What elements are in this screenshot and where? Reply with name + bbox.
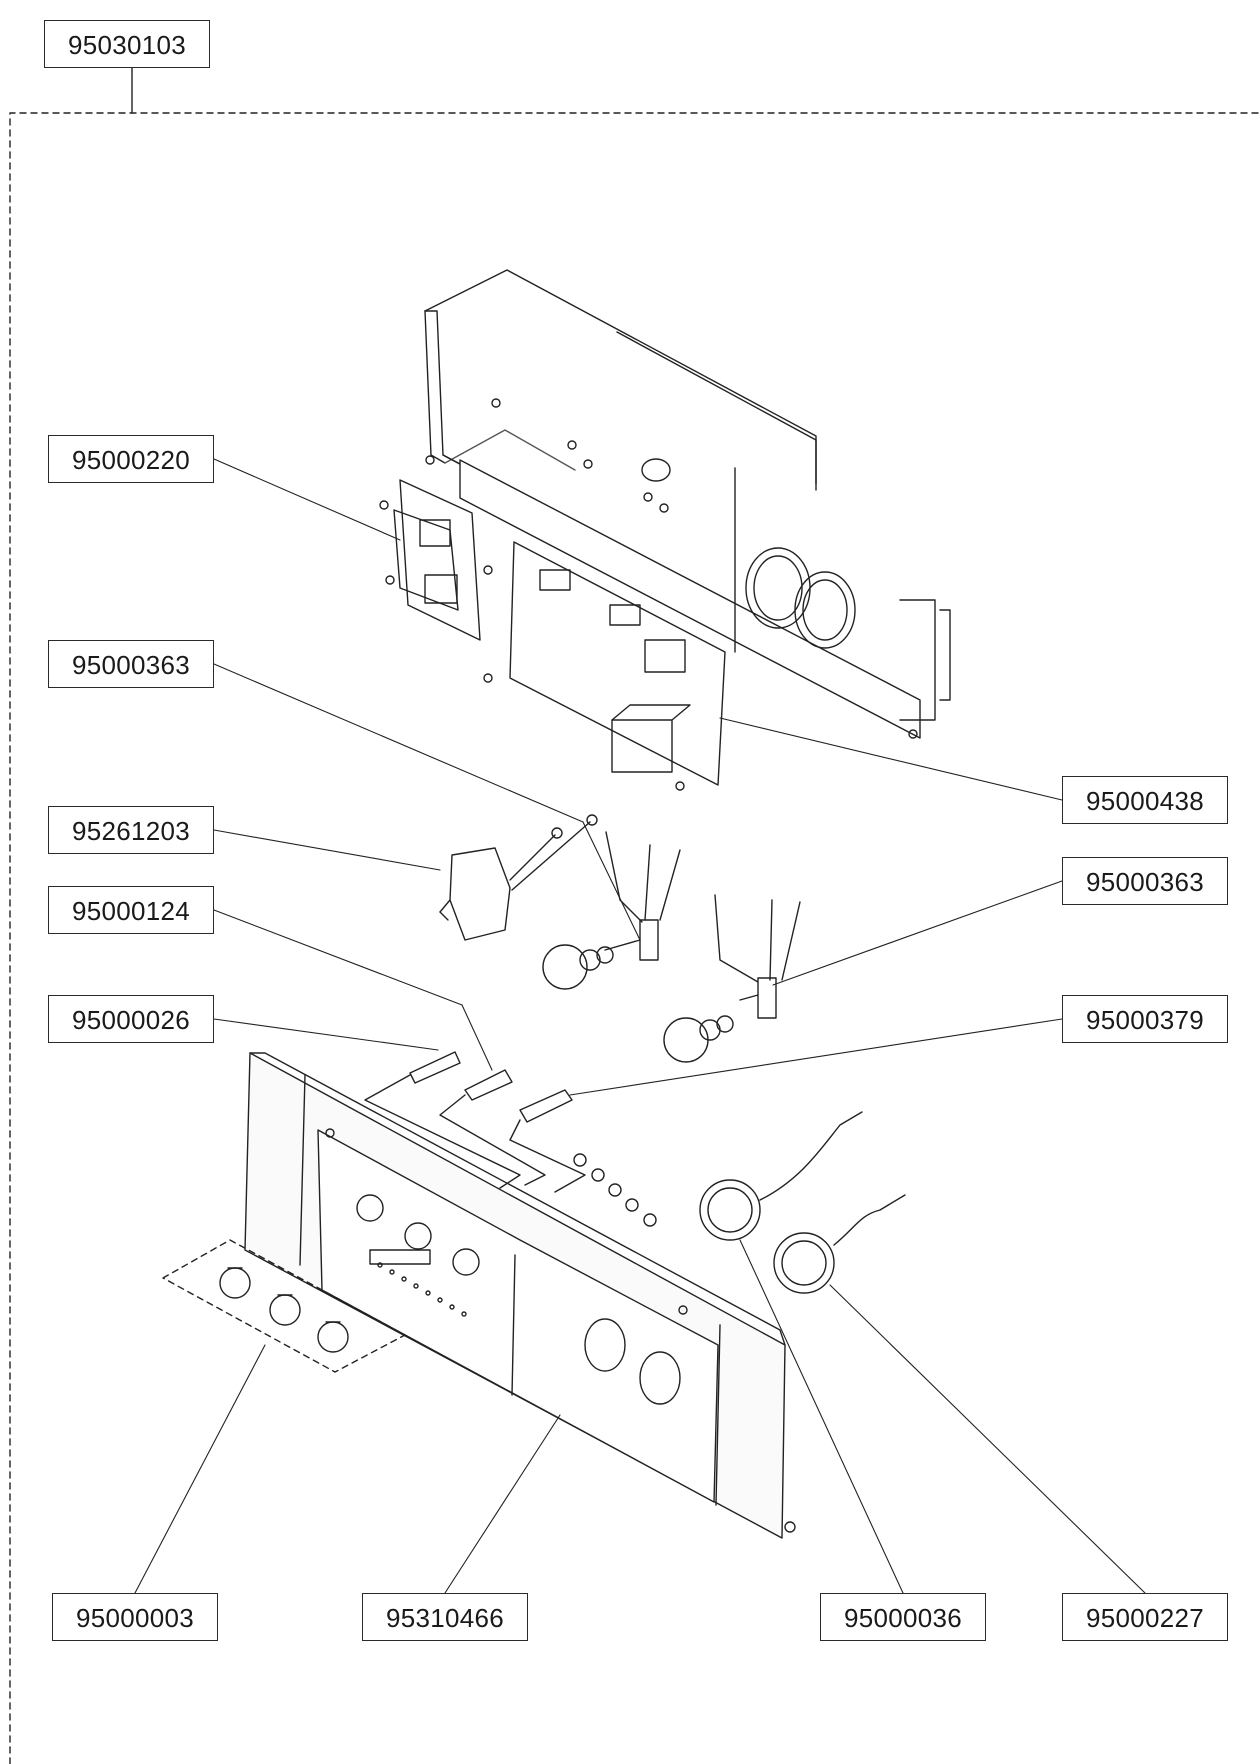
- part-label-lamp-holder[interactable]: 95000124: [48, 886, 214, 934]
- part-label-neon-indicator[interactable]: 95000026: [48, 995, 214, 1043]
- rotary-switch: [439, 814, 598, 941]
- part-label-knob-set[interactable]: 95000003: [52, 1593, 218, 1641]
- thermostat-a: [542, 831, 681, 990]
- main-control-board: [483, 541, 726, 791]
- wiring-harness: [364, 1074, 586, 1193]
- lamp-holders: [409, 1051, 657, 1227]
- part-label-switch[interactable]: 95261203: [48, 806, 214, 854]
- part-label-control-panel[interactable]: 95310466: [362, 1593, 528, 1641]
- assembly-boundary: [9, 67, 1260, 1764]
- assembly-part-number-label[interactable]: 95030103: [44, 20, 210, 68]
- part-label-thermometer-b[interactable]: 95000227: [1062, 1593, 1228, 1641]
- part-label-thermometer[interactable]: 95000036: [820, 1593, 986, 1641]
- part-label-control-board-small[interactable]: 95000220: [48, 435, 214, 483]
- knob-set: [162, 1239, 406, 1373]
- part-label-control-board-main[interactable]: 95000438: [1062, 776, 1228, 824]
- part-label-thermostat-a[interactable]: 95000363: [48, 640, 214, 688]
- thermometers: [699, 1111, 906, 1294]
- part-label-thermostat-b[interactable]: 95000363: [1062, 857, 1228, 905]
- leader-lines: [134, 458, 1146, 1594]
- thermostat-b: [663, 894, 801, 1063]
- rear-housing: [424, 269, 951, 739]
- front-control-panel: [244, 1052, 796, 1539]
- part-label-lamp-holder-b[interactable]: 95000379: [1062, 995, 1228, 1043]
- small-control-board: [379, 479, 481, 641]
